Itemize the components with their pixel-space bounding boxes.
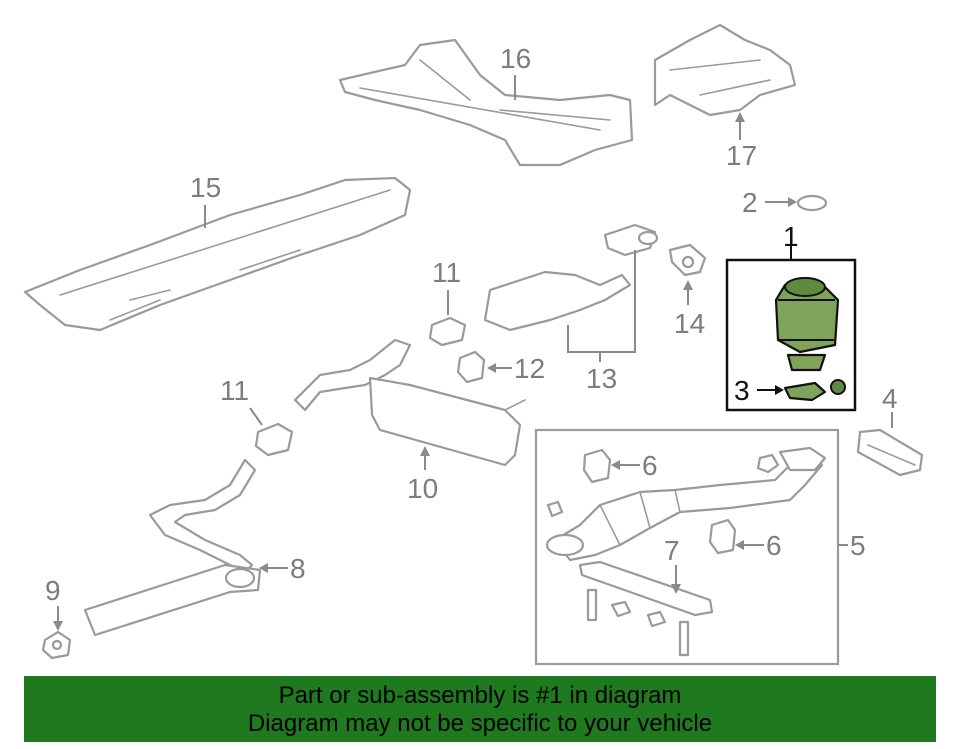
part-17-heat-shield[interactable] [653, 23, 797, 117]
part-11-clamp-upper[interactable] [428, 316, 467, 347]
callout-8: 8 [290, 553, 306, 584]
callout-17: 17 [726, 140, 757, 171]
callout-2: 2 [742, 187, 758, 218]
callout-1: 1 [783, 221, 799, 252]
callout-3: 3 [734, 375, 750, 406]
callout-14: 14 [674, 308, 705, 339]
part-10-muffler[interactable] [293, 338, 526, 467]
info-banner: Part or sub-assembly is #1 in diagram Di… [24, 676, 936, 742]
exhaust-parts-diagram: 16 17 15 2 1 3 14 [23, 23, 924, 666]
part-11-clamp-lower[interactable] [254, 422, 294, 457]
part-5-assembly-box[interactable] [534, 428, 840, 666]
callout-15: 15 [190, 172, 221, 203]
part-12-insulator[interactable] [456, 350, 486, 384]
callout-11-upper: 11 [432, 257, 461, 288]
callout-6-upper: 6 [642, 450, 658, 481]
part-8-intermediate-pipe[interactable] [83, 458, 262, 637]
callout-5: 5 [850, 530, 866, 561]
callout-16: 16 [500, 43, 531, 74]
part-9-gasket[interactable] [41, 630, 72, 660]
callout-12: 12 [514, 353, 545, 384]
banner-line-1: Part or sub-assembly is #1 in diagram [278, 682, 682, 709]
callout-4: 4 [882, 383, 898, 414]
part-14-bracket[interactable] [668, 243, 707, 277]
callout-10: 10 [407, 473, 438, 504]
callout-6-lower: 6 [766, 530, 782, 561]
callout-13: 13 [586, 363, 617, 394]
part-2-gasket[interactable] [796, 194, 828, 212]
callout-7: 7 [664, 535, 680, 566]
banner-line-2: Diagram may not be specific to your vehi… [247, 710, 713, 737]
part-16-heat-shield[interactable] [338, 38, 634, 167]
part-13-resonator[interactable] [483, 223, 659, 332]
callout-9: 9 [45, 575, 61, 606]
part-4-bracket[interactable] [856, 428, 924, 477]
part-15-heat-shield[interactable] [23, 176, 412, 332]
callout-11-lower: 11 [220, 375, 249, 406]
